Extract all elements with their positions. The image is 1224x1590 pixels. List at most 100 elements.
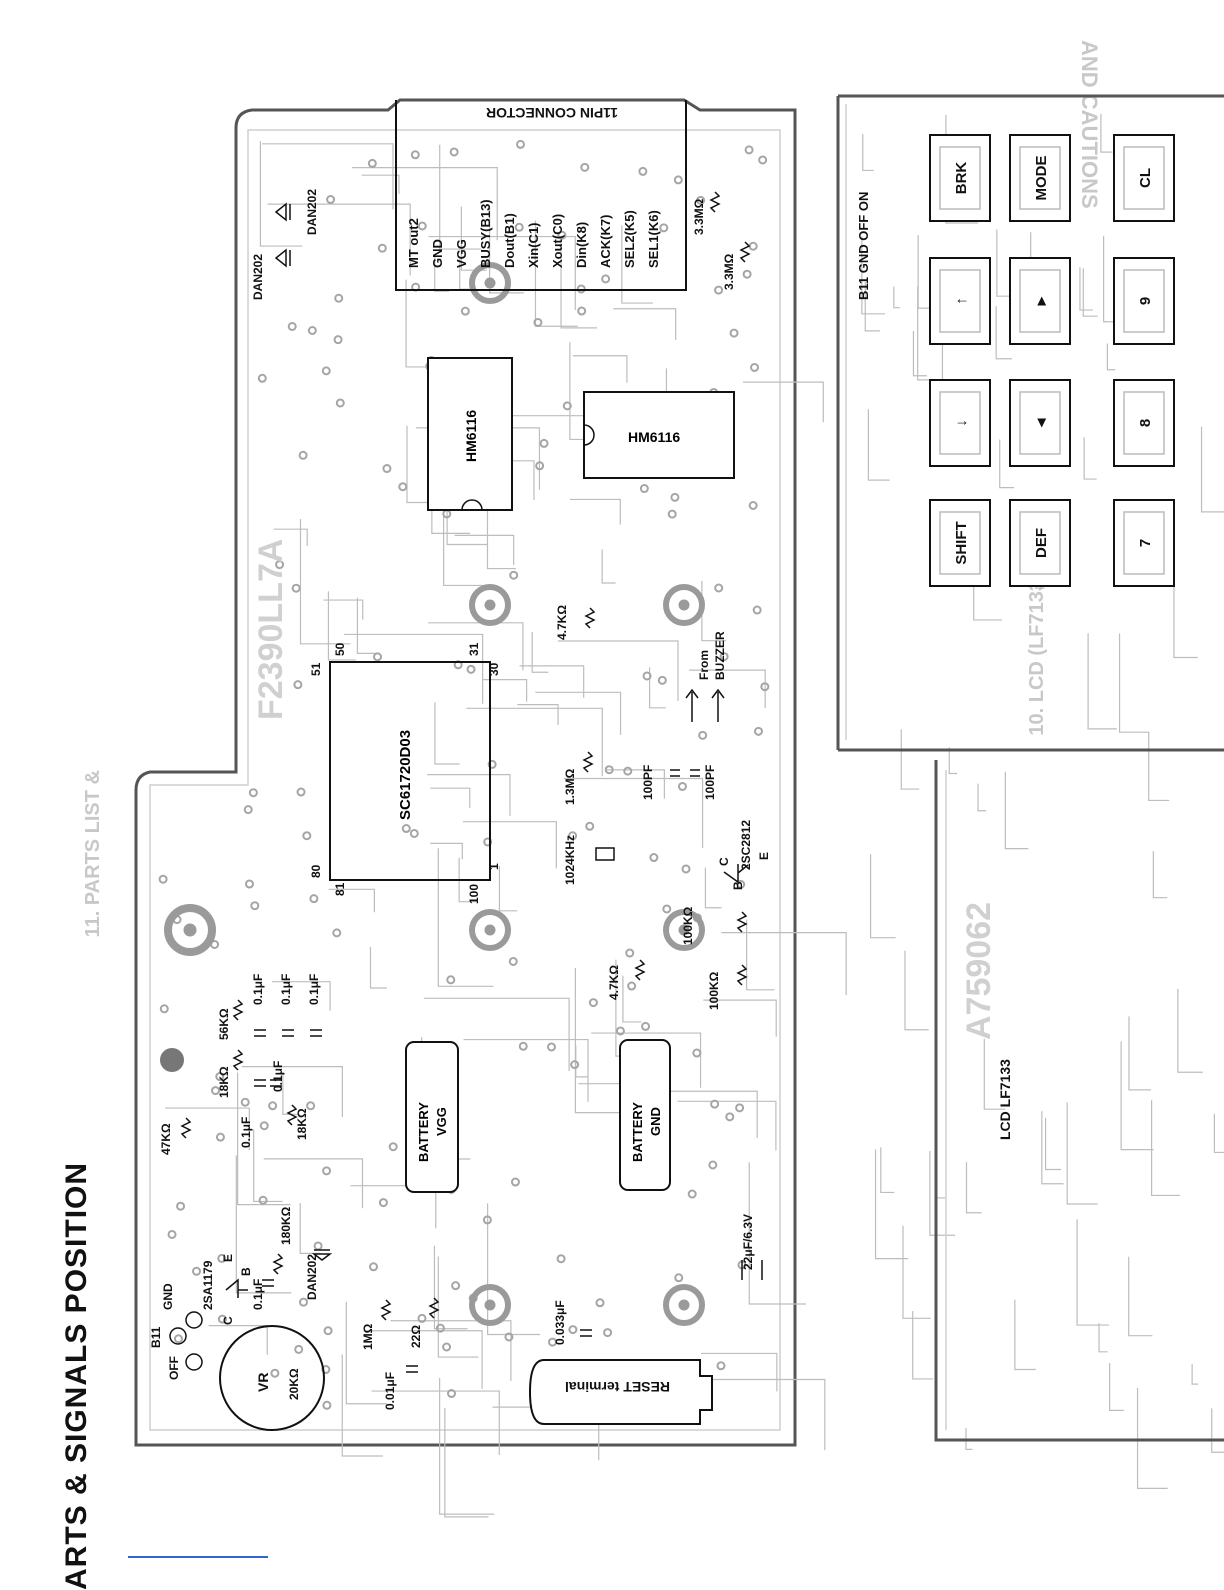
label-r-18k-b: 18KΩ [295, 1108, 309, 1140]
keypad-key-label: CL [1137, 168, 1154, 188]
label-2sc2812: 2SC2812 [739, 820, 753, 870]
label-c-0-1-b: 0.1μF [271, 1061, 285, 1092]
keypad-key: DEF [1009, 499, 1071, 587]
cpu-pin-50: 50 [333, 642, 347, 656]
label-r-47k: 47KΩ [159, 1123, 173, 1155]
connector-pin-label: SEL2(K5) [622, 210, 637, 268]
label-q2-b: B [731, 881, 745, 890]
connector-pin-label: VGG [454, 239, 469, 268]
connector-pin-label: Xout(C0) [550, 214, 565, 268]
cpu-pin-51: 51 [309, 662, 323, 676]
label-vr: VR [255, 1373, 271, 1392]
label-buzzer-from: From [697, 650, 711, 680]
keypad-key: 8 [1113, 379, 1175, 467]
label-r-100k-b: 100KΩ [707, 971, 721, 1010]
battery-gnd: BATTERY GND [619, 1039, 671, 1191]
label-vr-val: 20KΩ [287, 1368, 301, 1400]
cpu-pin-80: 80 [309, 864, 323, 878]
keypad-key: CL [1113, 134, 1175, 222]
label-r-22: 22Ω [409, 1325, 423, 1348]
main-board-outline [134, 98, 797, 1447]
label-b11: B11 [149, 1326, 163, 1348]
label-r-4-7k-b: 4.7KΩ [607, 965, 621, 1000]
connector-pin-labels: MT out2 GND VGG BUSY(B13) Dout(B1) Xin(C1) Xou… [406, 199, 661, 268]
silk-code-2: A759062 [960, 902, 998, 1040]
keypad-key-label: ↑ [953, 297, 970, 305]
connector-pin-label: Din(K8) [574, 222, 589, 268]
keypad-key-label: 7 [1137, 539, 1154, 547]
keypad-switch-label: B11 GND OFF ON [856, 192, 871, 300]
keypad-key-label: ◄ [1033, 416, 1050, 431]
keypad-board-outline [836, 94, 1224, 1442]
label-buzzer: BUZZER [713, 631, 727, 680]
battery-vgg: BATTERY VGG [405, 1041, 459, 1193]
connector-pin-label: MT out2 [406, 218, 421, 268]
label-dan202-a: DAN202 [251, 254, 265, 300]
label-q2-e: E [757, 852, 771, 860]
cpu-pin-31: 31 [467, 642, 481, 656]
label-c-0-1-f: 0.1μF [251, 1279, 265, 1310]
cpu-pin-81: 81 [333, 882, 347, 896]
connector-pin-label: GND [430, 239, 445, 268]
connector-pin-label: Xin(C1) [526, 223, 541, 269]
label-c-0-033: 0.033μF [553, 1300, 567, 1345]
label-2sa1179: 2SA1179 [201, 1260, 215, 1310]
connector-pin-label: BUSY(B13) [478, 199, 493, 268]
pcb-traces [165, 113, 1224, 1518]
label-r-1m: 1MΩ [361, 1323, 375, 1350]
cpu-chip: SC61720D03 51 50 31 30 80 81 100 1 [309, 642, 501, 904]
connector-resistors: 3.3MΩ 3.3MΩ [692, 191, 751, 290]
label-r-4-7k-a: 4.7KΩ [555, 605, 569, 640]
keypad-key: ► [1009, 257, 1071, 345]
battery-gnd-line2: GND [648, 1107, 663, 1136]
keypad-key-label: SHIFT [953, 521, 970, 564]
label-c-0-1-c: 0.1μF [251, 974, 265, 1005]
silk-code-1: F2390LL7A [252, 539, 290, 720]
keypad-key-label: MODE [1033, 156, 1050, 201]
label-xtal: 1024KHz [563, 835, 577, 885]
label-off: OFF [167, 1356, 181, 1380]
label-c-100pf-b: 100PF [703, 765, 717, 800]
keypad-key: ↑ [929, 257, 991, 345]
connector-pin-label: ACK(K7) [598, 215, 613, 268]
label-reset: RESET terminal [565, 1379, 670, 1395]
ram-chip-1: HM6116 [427, 357, 513, 511]
keypad-key-label: ↓ [953, 419, 970, 427]
label-dan202-c: DAN202 [305, 1254, 319, 1300]
keypad-key: BRK [929, 134, 991, 222]
ram1-label: HM6116 [463, 410, 479, 462]
label-r-3-3m-a: 3.3MΩ [692, 198, 706, 235]
cpu-pin-1: 1 [487, 863, 501, 870]
label-q1-b: B [239, 1267, 253, 1276]
mounting-holes [160, 262, 705, 1326]
label-c-0-1-e: 0.1μF [307, 974, 321, 1005]
ghost-heading-1: AND CAUTIONS [1077, 40, 1102, 209]
label-r-100k-a: 100KΩ [681, 906, 695, 945]
keypad-key: ◄ [1009, 379, 1071, 467]
battery-gnd-line1: BATTERY [630, 1102, 645, 1162]
title-underline [128, 1556, 268, 1558]
label-c-22u: 22μF/6.3V [741, 1214, 755, 1270]
label-q1-c: C [221, 1316, 235, 1325]
cpu-label: SC61720D03 [397, 730, 414, 820]
label-c-0-1-a: 0.1μF [239, 1117, 253, 1148]
cpu-pin-100: 100 [467, 884, 481, 904]
keypad-key-label: 8 [1137, 419, 1154, 427]
label-r-3-3m-b: 3.3MΩ [722, 253, 736, 290]
keypad-key-label: DEF [1033, 528, 1050, 558]
keypad-key: 7 [1113, 499, 1175, 587]
label-r-1-3m: 1.3MΩ [563, 768, 577, 805]
diodes-top: DAN202 DAN202 [251, 189, 319, 300]
keypad-key: MODE [1009, 134, 1071, 222]
label-r-180k: 180KΩ [279, 1206, 293, 1245]
connector-pin-label: Dout(B1) [502, 213, 517, 268]
connector-pin-label: SEL1(K6) [646, 210, 661, 268]
left-components: 47KΩ 18KΩ 56KΩ 0.1μF 0.1μF 0.1μF 0.1μF 0… [149, 974, 440, 1431]
label-dan202-b: DAN202 [305, 189, 319, 235]
keypad-key: SHIFT [929, 499, 991, 587]
label-c-100pf-a: 100PF [641, 765, 655, 800]
